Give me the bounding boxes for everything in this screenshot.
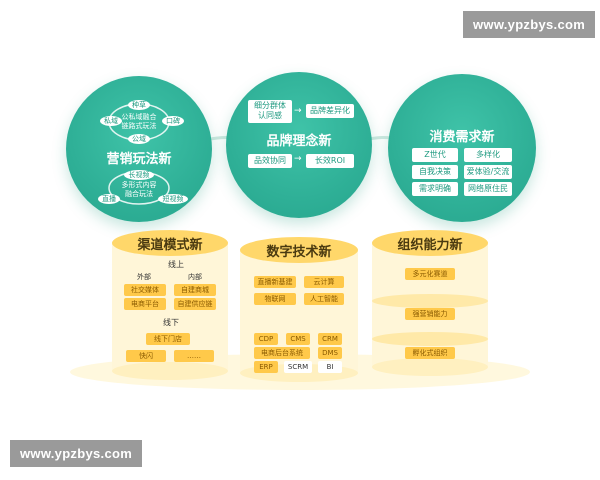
loop1-left: 私域	[100, 116, 122, 126]
digital-title: 数字技术新	[266, 245, 332, 260]
tech-item: 物联网	[254, 293, 296, 305]
brand-row1-right: 品牌差异化	[306, 104, 354, 118]
consumer-cell: 多样化	[464, 148, 512, 162]
loop2-left: 直播	[98, 194, 120, 204]
arrow-right-icon: →	[294, 154, 302, 164]
external-label: 外部	[137, 273, 151, 281]
consumer-cell: 自我决策	[412, 165, 458, 179]
external-item: 社交媒体	[124, 284, 166, 296]
internal-label: 内部	[188, 273, 202, 281]
loop2-right: 短视频	[158, 194, 188, 204]
internal-item: 自建商城	[174, 284, 216, 296]
tech-item: CMS	[286, 333, 310, 345]
channel-cylinder-base	[112, 362, 228, 380]
tech-item: SCRM	[284, 361, 312, 373]
consumer-title: 消费需求新	[429, 130, 495, 145]
tech-item: 人工智能	[304, 293, 344, 305]
org-item: 孵化式组织	[405, 347, 455, 359]
watermark-top: www.ypzbys.com	[463, 11, 596, 38]
org-cylinder-base	[372, 358, 488, 376]
brand-title: 品牌理念新	[266, 134, 332, 149]
tech-item: 电商后台系统	[254, 347, 310, 359]
tech-item: ERP	[254, 361, 278, 373]
offline-item: ……	[174, 350, 214, 362]
loop1-center: 公私域融合 链路式玩法	[121, 113, 157, 130]
offline-item: 快闪	[126, 350, 166, 362]
org-item: 强营销能力	[405, 308, 455, 320]
marketing-title: 营销玩法新	[106, 152, 172, 167]
tech-item: CDP	[254, 333, 278, 345]
org-cylinder-top	[372, 230, 488, 256]
brand-row1-left: 细分群体 认同感	[248, 100, 292, 123]
tech-item: 直播新基建	[254, 276, 296, 288]
loop1-right: 口碑	[162, 116, 184, 126]
org-title: 组织能力新	[397, 238, 463, 253]
brand-row2-right: 长效ROI	[306, 154, 354, 168]
internal-item: 自建供应链	[174, 298, 216, 310]
brand-circle: 细分群体 认同感 → 品牌差异化 品牌理念新 品效协同 → 长效ROI	[226, 72, 372, 218]
loop1-top: 种草	[128, 100, 150, 110]
consumer-cell: Z世代	[412, 148, 458, 162]
external-item: 电商平台	[124, 298, 166, 310]
offline-label: 线下	[163, 318, 179, 327]
loop2-top: 长视频	[124, 170, 154, 180]
loop2-center: 多形式内容 融合玩法	[121, 181, 157, 198]
digital-cylinder-top	[240, 237, 358, 263]
org-cylinder-ring	[372, 332, 488, 346]
tech-item: BI	[318, 361, 342, 373]
channel-cylinder-top	[112, 230, 228, 256]
consumer-cell: 网络原住民	[464, 182, 512, 196]
brand-row2-left: 品效协同	[248, 154, 292, 168]
marketing-circle: 种草 私域 口碑 公域 公私域融合 链路式玩法 营销玩法新 长视频 直播 短视频…	[66, 76, 212, 222]
consumer-cell: 需求明确	[412, 182, 458, 196]
arrow-right-icon: →	[294, 106, 302, 116]
consumer-circle: 消费需求新 Z世代 多样化 自我决策 爱体验/交流 需求明确 网络原住民	[388, 74, 536, 222]
offline-item: 线下门店	[146, 333, 190, 345]
tech-item: 云计算	[304, 276, 344, 288]
org-cylinder-ring	[372, 294, 488, 308]
tech-item: CRM	[318, 333, 342, 345]
org-item: 多元化赛道	[405, 268, 455, 280]
online-label: 线上	[168, 260, 184, 269]
tech-item: DMS	[318, 347, 342, 359]
channel-title: 渠道模式新	[137, 238, 203, 253]
watermark-bottom: www.ypzbys.com	[10, 440, 143, 467]
loop1-bottom: 公域	[128, 134, 150, 144]
consumer-cell: 爱体验/交流	[464, 165, 512, 179]
